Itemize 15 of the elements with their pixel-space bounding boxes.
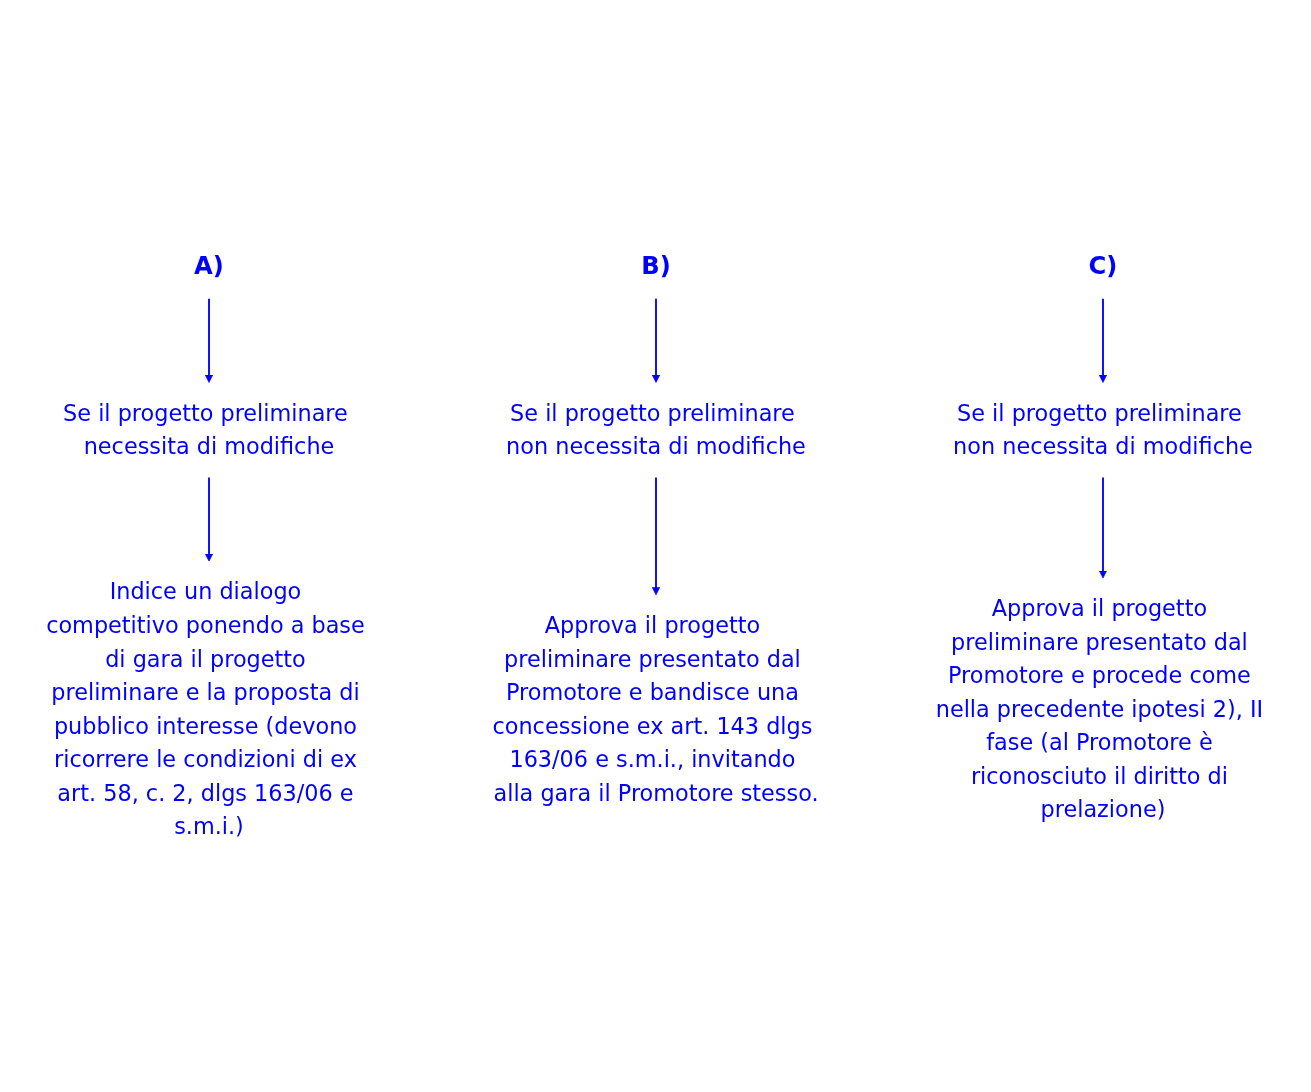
node-text: Se il progetto preliminare non necessita di modifiche [505, 400, 806, 460]
node-text: Indice un dialogo competitivo ponendo a base di gara il progetto preliminare e la proposta di pubblico interesse (devono ricorrere le condizioni di ex art. 58, c. 2, dlgs 163/06 e s.m.i.) [45, 579, 365, 840]
node-text: A) [193, 252, 224, 281]
arrow [1098, 297, 1107, 383]
node-text: Approva il progetto preliminare presentato dal Promotore e bandisce una concessione ex art. 143 dlgs 163/06 e s.m.i., invitando alla gara il Promotore stesso. [492, 612, 819, 807]
arrow [651, 297, 660, 383]
arrow [651, 476, 660, 596]
arrow [1098, 476, 1107, 579]
node-text: B) [640, 252, 671, 281]
node-text: Se il progetto preliminare non necessita di modifiche [952, 400, 1253, 460]
node-text: Se il progetto preliminare necessita di modifiche [62, 400, 348, 460]
arrow [204, 476, 213, 562]
node-text: C) [1088, 252, 1117, 281]
node-text: Approva il progetto preliminare presentato dal Promotore e procede come nella precedente ipotesi 2), II fase (al Promotore è riconosciuto il diritto di prelazione) [935, 595, 1263, 824]
arrow [204, 297, 213, 383]
